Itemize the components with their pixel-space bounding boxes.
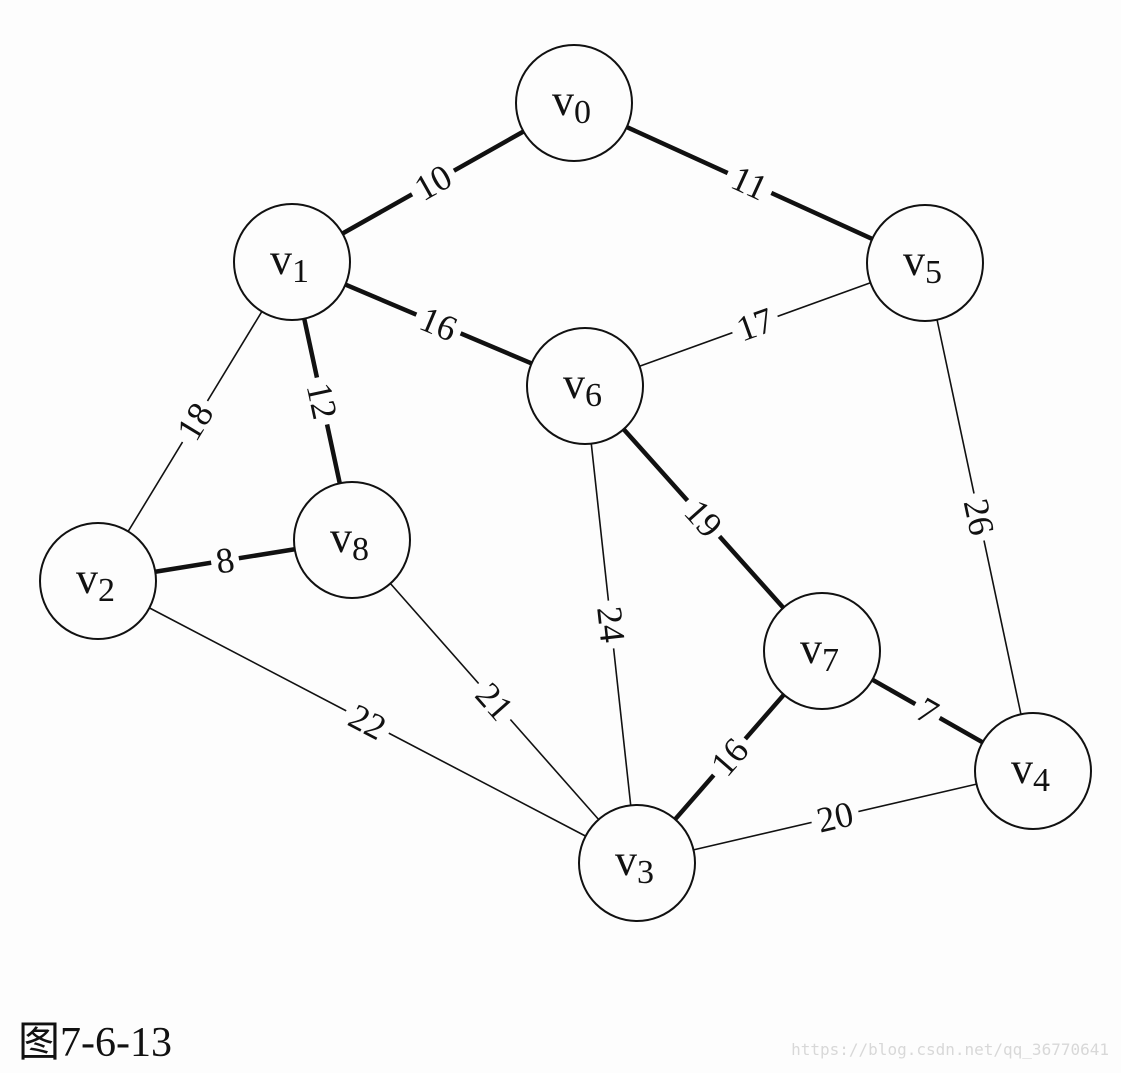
- node-circle: [526, 327, 644, 445]
- edge-weight-v8-v3: 21: [465, 672, 524, 731]
- node-subscript: 7: [822, 642, 839, 679]
- edge-weight-v1-v6: 16: [409, 298, 468, 350]
- node-subscript: 4: [1033, 762, 1050, 799]
- edge-weight-background: [403, 155, 463, 210]
- edge-weight-label: 10: [407, 156, 458, 209]
- node-v4: v4: [974, 712, 1092, 830]
- node-circle: [233, 203, 351, 321]
- node-name: v: [903, 236, 925, 285]
- node-v0: v0: [515, 44, 633, 162]
- node-circle: [763, 592, 881, 710]
- edge-weight-background: [409, 298, 468, 350]
- node-v5: v5: [866, 204, 984, 322]
- node-v1: v1: [233, 203, 351, 321]
- edge-weight-background: [957, 489, 1001, 545]
- node-name: v: [552, 76, 574, 125]
- node-subscript: 3: [637, 854, 654, 891]
- edge-weight-label: 21: [468, 675, 522, 728]
- node-v8: v8: [293, 481, 411, 599]
- node-name: v: [1011, 744, 1033, 793]
- node-name: v: [330, 513, 352, 562]
- node-label: v7: [800, 624, 839, 679]
- edge-weight-background: [465, 672, 524, 731]
- edge-weight-v6-v3: 24: [589, 598, 633, 651]
- node-subscript: 5: [925, 254, 942, 291]
- node-name: v: [800, 624, 822, 673]
- node-label: v3: [615, 836, 654, 891]
- edge-weight-background: [700, 727, 759, 787]
- edge-weight-v1-v8: 12: [299, 373, 346, 429]
- edge-weight-v0-v1: 10: [403, 155, 463, 210]
- node-subscript: 6: [585, 377, 602, 414]
- edge-weight-background: [168, 392, 222, 451]
- node-subscript: 8: [352, 531, 369, 568]
- node-label: v6: [563, 359, 602, 414]
- edge-weight-label: 26: [956, 495, 1003, 539]
- edge-weight-background: [338, 695, 397, 749]
- node-label: v1: [270, 235, 309, 290]
- node-label: v0: [552, 76, 591, 131]
- edge-weight-label: 12: [299, 379, 346, 423]
- edge-weight-v5-v4: 26: [956, 489, 1003, 545]
- node-v6: v6: [526, 327, 644, 445]
- edge-weight-v1-v2: 18: [168, 392, 222, 451]
- edge-weight-label: 20: [813, 793, 857, 840]
- figure-caption: 图7-6-13: [18, 1020, 172, 1066]
- edge-weight-v2-v8: 8: [208, 539, 242, 582]
- edge-weight-label: 18: [169, 396, 222, 448]
- node-name: v: [563, 359, 585, 408]
- edge-weight-label: 22: [342, 696, 392, 748]
- edge-weight-background: [720, 157, 779, 209]
- node-circle: [578, 804, 696, 922]
- edge-weight-v2-v3: 22: [338, 695, 397, 749]
- edge-weight-background: [807, 795, 863, 839]
- edge-weight-background: [674, 489, 733, 548]
- node-subscript: 1: [292, 253, 309, 290]
- node-name: v: [270, 235, 292, 284]
- node-v3: v3: [578, 804, 696, 922]
- node-subscript: 0: [574, 94, 591, 131]
- edge-weight-v3-v4: 20: [807, 793, 863, 841]
- node-v7: v7: [763, 592, 881, 710]
- node-circle: [866, 204, 984, 322]
- edge-weight-background: [726, 300, 784, 349]
- edge-weight-label: 24: [589, 604, 633, 644]
- node-name: v: [76, 554, 98, 603]
- node-circle: [39, 522, 157, 640]
- edge-weight-background: [906, 689, 949, 733]
- edge-weight-background: [208, 541, 242, 580]
- node-circle: [515, 44, 633, 162]
- node-name: v: [615, 836, 637, 885]
- watermark-text: https://blog.csdn.net/qq_36770641: [791, 1040, 1109, 1059]
- node-circle: [974, 712, 1092, 830]
- node-subscript: 2: [98, 572, 115, 609]
- node-label: v8: [330, 513, 369, 568]
- node-label: v2: [76, 554, 115, 609]
- edge-weight-v0-v5: 11: [720, 157, 779, 209]
- node-label: v4: [1011, 744, 1050, 799]
- edge-weight-v7-v4: 7: [906, 689, 949, 733]
- edge-weight-background: [300, 373, 344, 429]
- edge-weight-background: [591, 598, 631, 651]
- edge-weight-v5-v6: 17: [726, 300, 784, 349]
- node-circle: [293, 481, 411, 599]
- node-v2: v2: [39, 522, 157, 640]
- node-label: v5: [903, 236, 942, 291]
